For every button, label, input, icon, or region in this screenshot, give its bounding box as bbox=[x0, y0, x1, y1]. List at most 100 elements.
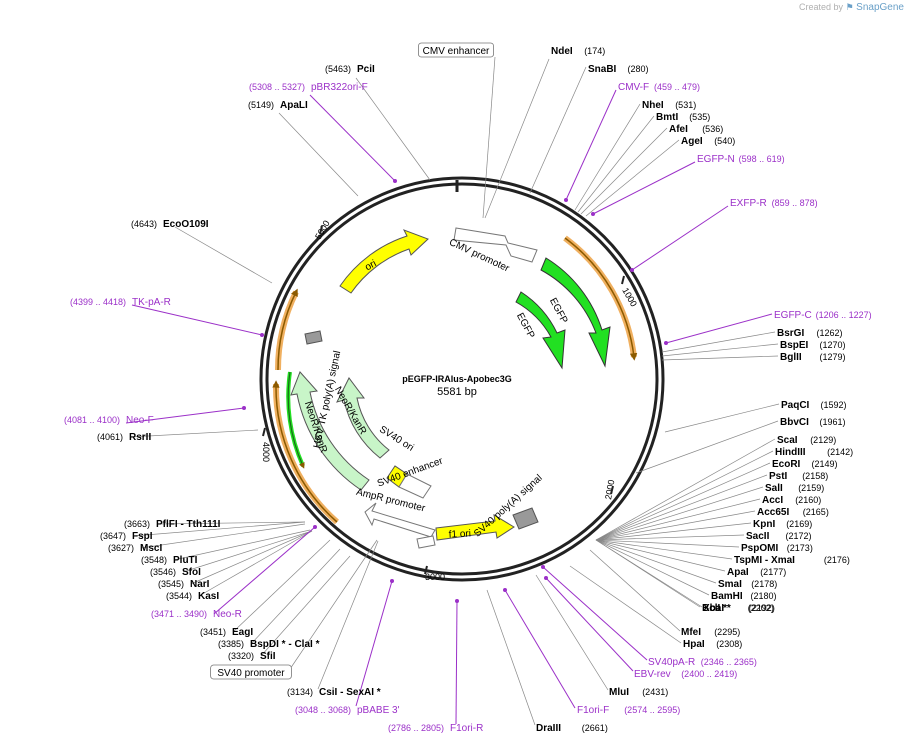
enzyme-bspei[interactable]: (1270)BspEI bbox=[780, 340, 846, 351]
site-name: SfoI bbox=[182, 567, 201, 578]
enzyme-bspdi-clai[interactable]: (3385)BspDI * - ClaI * bbox=[218, 639, 320, 650]
enzyme-sfii[interactable]: (3320)SfiI bbox=[228, 651, 276, 662]
site-name: AfeI bbox=[669, 124, 688, 135]
enzyme-kpni[interactable]: (2169)KpnI bbox=[753, 519, 812, 530]
leader-pspomi bbox=[595, 539, 740, 548]
primer-neo-r[interactable]: (3471 .. 3490)Neo-R bbox=[151, 609, 242, 620]
site-name: PciI bbox=[357, 64, 375, 75]
enzyme-paqci[interactable]: (1592)PaqCI bbox=[781, 400, 847, 411]
leader-snabi bbox=[529, 66, 587, 194]
enzyme-rsrii[interactable]: (4061)RsrII bbox=[97, 432, 151, 443]
site-position: (5149) bbox=[248, 100, 274, 110]
site-name: KasI bbox=[198, 591, 219, 602]
egfp-arrow-inner[interactable] bbox=[515, 291, 566, 370]
enzyme-csii-sexai[interactable]: (3134)CsiI - SexAI * bbox=[287, 687, 381, 698]
tick-label: 2000 bbox=[603, 479, 616, 500]
enzyme-bglii[interactable]: (1279)BglII bbox=[780, 352, 846, 363]
enzyme-msci[interactable]: (3627)MscI bbox=[108, 543, 162, 554]
egfp-arrow-outer[interactable] bbox=[540, 257, 611, 368]
site-name: NheI bbox=[642, 100, 664, 111]
enzyme-apai[interactable]: (2177)ApaI bbox=[727, 567, 786, 578]
enzyme-fspi[interactable]: (3647)FspI bbox=[100, 531, 153, 542]
site-name: SmaI bbox=[718, 579, 742, 590]
leader-cmv-enhancer bbox=[482, 56, 496, 219]
enzyme-pcii[interactable]: (5463)PciI bbox=[325, 64, 375, 75]
tick-label: 3000 bbox=[425, 572, 445, 582]
primer-f1ori-r[interactable]: (2786 .. 2805)F1ori-R bbox=[388, 723, 483, 734]
enzyme-apali[interactable]: (5149)ApaLI bbox=[248, 100, 308, 111]
primer-sv40pa-r[interactable]: (2346 .. 2365)SV40pA-R bbox=[648, 657, 757, 668]
primer-neo-f[interactable]: (4081 .. 4100)Neo-F bbox=[64, 415, 154, 426]
enzyme-snabi[interactable]: (280)SnaBI bbox=[588, 64, 649, 75]
enzyme-draiii[interactable]: (2661)DraIII bbox=[536, 723, 608, 734]
site-position: (1961) bbox=[820, 417, 846, 427]
enzyme-nhei[interactable]: (531)NheI bbox=[642, 100, 696, 111]
enzyme-afei[interactable]: (536)AfeI bbox=[669, 124, 723, 135]
leader-egfp-n bbox=[592, 161, 696, 215]
enzyme-acc65i[interactable]: (2165)Acc65I bbox=[757, 507, 829, 518]
enzyme-sfoi[interactable]: (3546)SfoI bbox=[150, 567, 201, 578]
leader-ecoo109i bbox=[174, 226, 273, 284]
primer-pbabe-3[interactable]: (3048 .. 3068)pBABE 3' bbox=[295, 705, 400, 716]
enzyme-nari[interactable]: (3545)NarI bbox=[158, 579, 210, 590]
enzyme-pflfi-tth111i[interactable]: (3663)PflFI - Tth111I bbox=[124, 519, 221, 530]
enzyme-ecoo109i[interactable]: (4643)EcoO109I bbox=[131, 219, 209, 230]
leader-pcii bbox=[355, 77, 431, 181]
primer-mark-neo-r bbox=[313, 525, 317, 529]
enzyme-mfei[interactable]: (2295)MfeI bbox=[681, 627, 740, 638]
enzyme-bsrgi[interactable]: (1262)BsrGI bbox=[777, 328, 843, 339]
enzyme-sacii[interactable]: (2172)SacII bbox=[746, 531, 812, 542]
neor-arrow-inner[interactable] bbox=[336, 377, 390, 459]
primer-egfp-c[interactable]: (1206 .. 1227)EGFP-C bbox=[774, 310, 872, 321]
enzyme-smai[interactable]: (2178)SmaI bbox=[718, 579, 777, 590]
enzyme-hpai[interactable]: (2308)HpaI bbox=[683, 639, 742, 650]
primer-ebv-rev[interactable]: (2400 .. 2419)EBV-rev bbox=[634, 669, 737, 680]
enzyme-pluti[interactable]: (3548)PluTI bbox=[141, 555, 198, 566]
feature-label-text: SV40 promoter bbox=[217, 668, 285, 679]
primer-cmv-f[interactable]: (459 .. 479)CMV-F bbox=[618, 82, 700, 93]
leader-f1ori-f bbox=[504, 589, 576, 709]
neor-arrow-outer[interactable] bbox=[290, 371, 370, 491]
enzyme-ecori[interactable]: (2149)EcoRI bbox=[772, 459, 838, 470]
enzyme-xbai[interactable]: (2192)XbaI * bbox=[703, 603, 775, 614]
enzyme-tspmi-xmai[interactable]: (2176)TspMI - XmaI bbox=[734, 555, 850, 566]
enzyme-bamhi[interactable]: (2180)BamHI bbox=[711, 591, 777, 602]
primer-pbr322ori-f[interactable]: (5308 .. 5327)pBR322ori-F bbox=[249, 82, 368, 93]
sv40-enhancer-box[interactable] bbox=[398, 473, 432, 499]
hsv-tk-polya-box[interactable] bbox=[304, 330, 323, 345]
enzyme-bcli[interactable]: (2202)BclI * bbox=[702, 603, 774, 614]
enzyme-pspomi[interactable]: (2173)PspOMI bbox=[741, 543, 813, 554]
primer-mark-tk-pa-r bbox=[260, 333, 264, 337]
primer-f1ori-f[interactable]: (2574 .. 2595)F1ori-F bbox=[577, 705, 680, 716]
primer-exfp-r[interactable]: (859 .. 878)EXFP-R bbox=[730, 198, 818, 209]
enzyme-scai[interactable]: (2129)ScaI bbox=[777, 435, 836, 446]
leader-draiii bbox=[486, 589, 536, 726]
site-position: (2400 .. 2419) bbox=[681, 669, 737, 679]
enzyme-ndei[interactable]: (174)NdeI bbox=[551, 46, 605, 57]
enzyme-agei[interactable]: (540)AgeI bbox=[681, 136, 735, 147]
enzyme-bmti[interactable]: (535)BmtI bbox=[656, 112, 710, 123]
enzyme-mlui[interactable]: (2431)MluI bbox=[609, 687, 668, 698]
site-name: EGFP-C bbox=[774, 310, 812, 321]
enzyme-psti[interactable]: (2158)PstI bbox=[769, 471, 828, 482]
leader-neo-f bbox=[125, 407, 245, 424]
enzyme-hindiii[interactable]: (2142)HindIII bbox=[775, 447, 853, 458]
enzyme-sali[interactable]: (2159)SalI bbox=[765, 483, 824, 494]
enzyme-acci[interactable]: (2160)AccI bbox=[762, 495, 821, 506]
ampr-promoter-arrow[interactable] bbox=[364, 502, 436, 538]
sv40-polya-box[interactable] bbox=[512, 507, 539, 530]
cmv-promoter-arrow[interactable] bbox=[453, 227, 538, 263]
enzyme-bbvci[interactable]: (1961)BbvCI bbox=[780, 417, 846, 428]
ori-arrow[interactable] bbox=[339, 229, 429, 294]
enzyme-kasi[interactable]: (3544)KasI bbox=[166, 591, 219, 602]
primer-egfp-n[interactable]: (598 .. 619)EGFP-N bbox=[697, 154, 785, 165]
site-position: (2574 .. 2595) bbox=[624, 705, 680, 715]
leader-neo-r bbox=[213, 526, 316, 615]
leader-ecori bbox=[595, 462, 771, 541]
tick-mark bbox=[319, 225, 323, 235]
f1-ori-arrow[interactable] bbox=[435, 514, 515, 541]
site-name: MfeI bbox=[681, 627, 701, 638]
enzyme-eagi[interactable]: (3451)EagI bbox=[200, 627, 253, 638]
primer-tk-pa-r[interactable]: (4399 .. 4418)TK-pA-R bbox=[70, 297, 171, 308]
